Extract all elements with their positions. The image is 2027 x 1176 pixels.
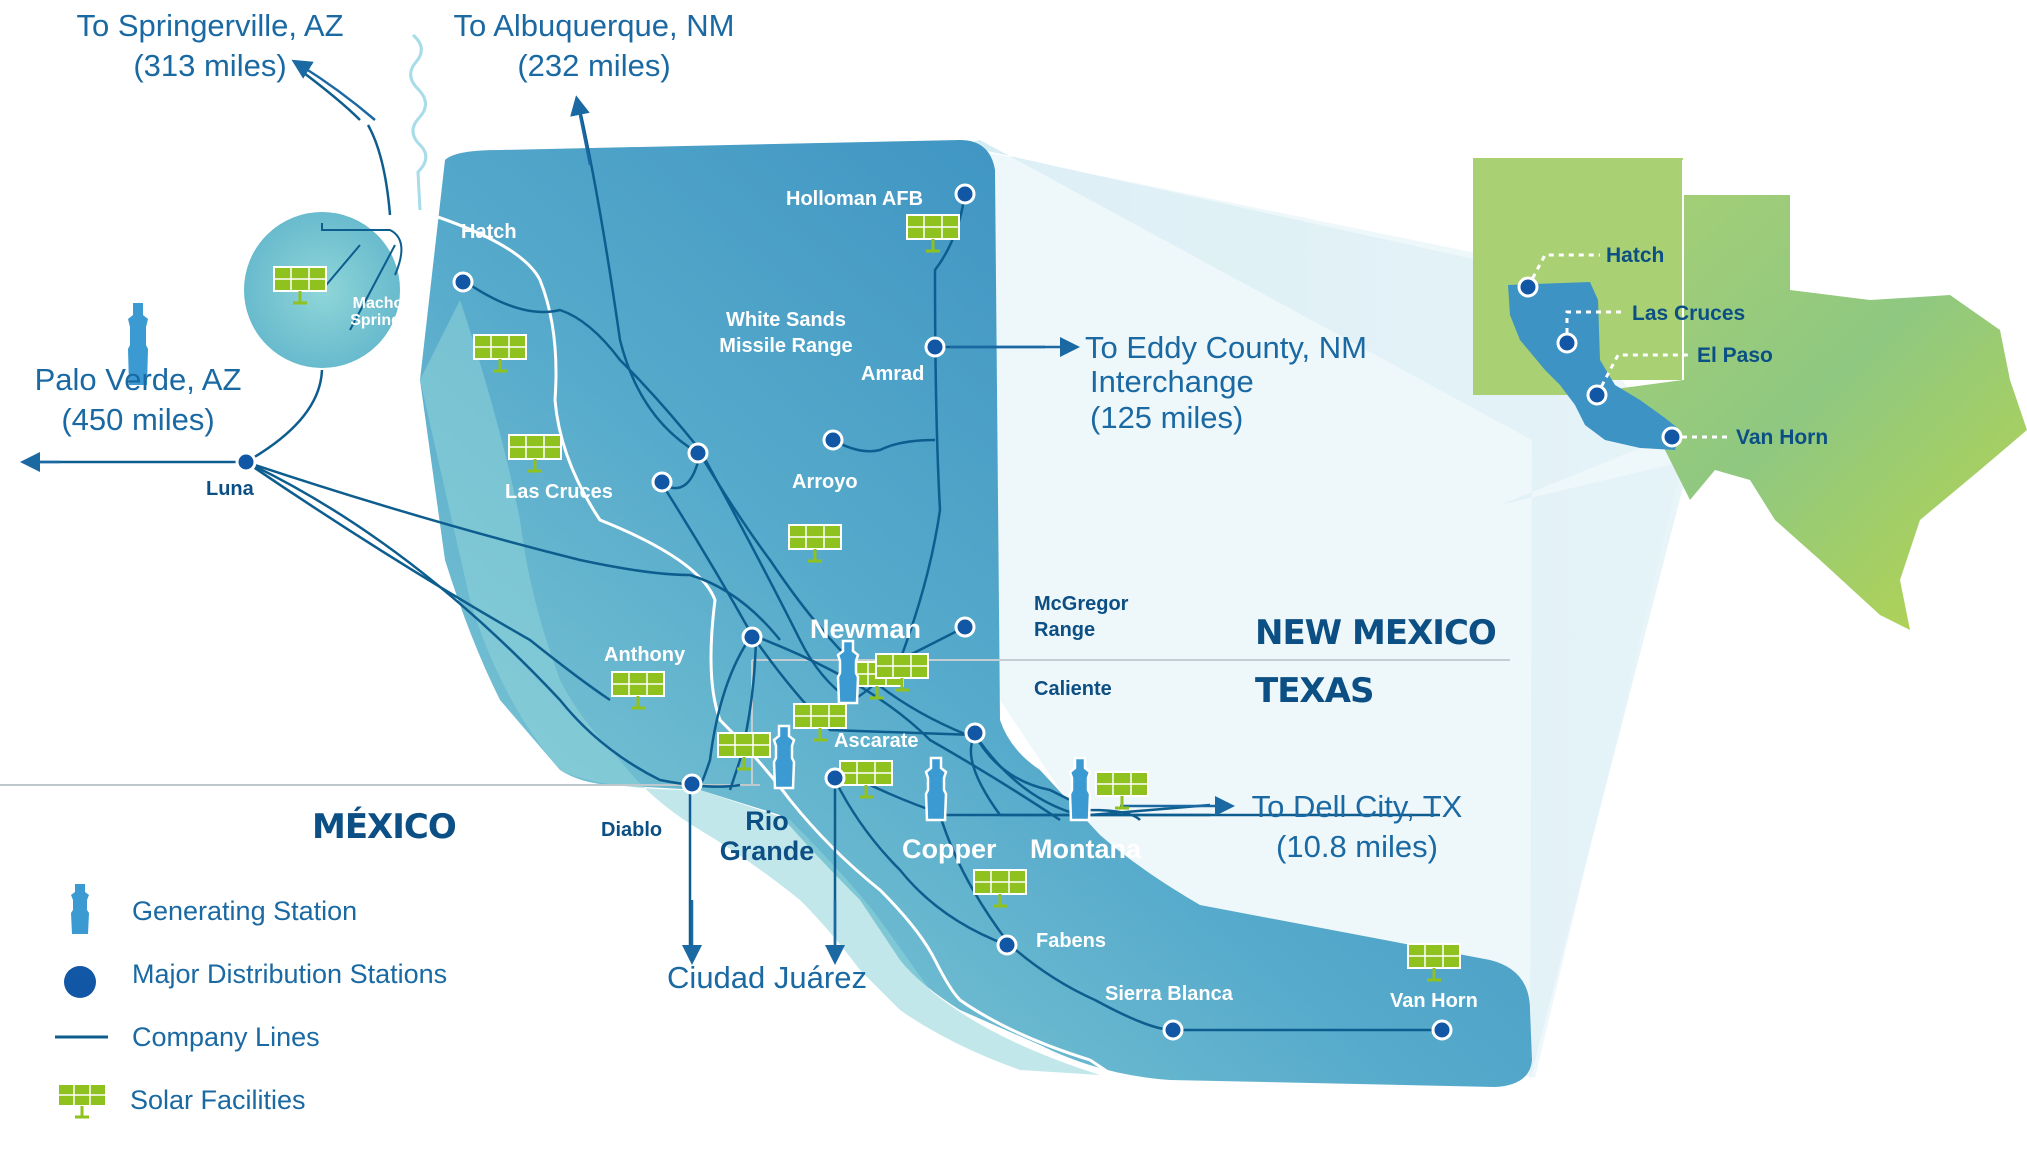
arroyo-label: Arroyo	[792, 471, 858, 493]
rio-grande-river	[396, 39, 1252, 1176]
dell-city-label: To Dell City, TX	[1252, 789, 1463, 824]
river-valley	[420, 300, 1100, 1075]
van-horn-label: Van Horn	[1390, 990, 1478, 1012]
grande-label: Grande	[720, 836, 815, 866]
svg-text:Palo Verde, AZ(450 miles): Palo Verde, AZ (450 miles)	[35, 362, 242, 437]
generating-stations	[71, 303, 1092, 934]
legend-station-dot	[64, 966, 96, 998]
inset-hatch-label: Hatch	[1606, 244, 1664, 267]
fabens-label: Fabens	[1036, 930, 1106, 952]
amrad-label: Amrad	[861, 363, 924, 385]
generating-station-icon	[128, 303, 148, 385]
sierra-blanca-label: Sierra Blanca	[1105, 983, 1234, 1005]
solar-icon	[508, 434, 562, 473]
luna-label: Luna	[206, 478, 255, 500]
ascarate-label: Ascarate	[834, 730, 919, 752]
albuquerque-distance: (232 miles)	[517, 48, 670, 83]
white-sands-label: White Sands	[726, 309, 846, 331]
anthony-label: Anthony	[604, 644, 686, 666]
caliente-label: Caliente	[1034, 678, 1112, 700]
macho-label: Macho	[353, 295, 404, 312]
newman-label: Newman	[810, 614, 921, 644]
springerville-distance: (313 miles)	[133, 48, 286, 83]
solar-icon	[1095, 771, 1149, 810]
montana-label: Montana	[1030, 834, 1142, 864]
legend: Generating Station Major Distribution St…	[55, 896, 447, 1119]
holloman-label: Holloman AFB	[786, 188, 923, 210]
missile-range-label: Missile Range	[719, 335, 852, 357]
eddy-county-label: To Eddy County, NM	[1085, 330, 1367, 365]
ciudad-juarez-label: Ciudad Juárez	[667, 960, 867, 995]
svg-text:To Dell City, TX(10.8 miles): To Dell City, TX (10.8 miles)	[1252, 789, 1463, 864]
solar-icon	[875, 653, 929, 692]
solar-icon	[611, 671, 665, 710]
state-labels: NEW MEXICO TEXAS MÉXICO	[312, 613, 1497, 847]
solar-icon	[973, 869, 1027, 908]
inset-el-paso-label: El Paso	[1697, 344, 1773, 367]
macho-lines	[321, 223, 403, 331]
eddy-county-distance: (125 miles)	[1090, 400, 1243, 435]
inset-territory	[1508, 282, 1680, 450]
dell-city-distance: (10.8 miles)	[1276, 829, 1438, 864]
new-mexico-label: NEW MEXICO	[1255, 613, 1496, 653]
service-territory	[420, 140, 1532, 1087]
destination-labels: To Springerville, AZ (313 miles) To Albuq…	[35, 8, 1463, 995]
solar-facilities	[273, 214, 1461, 982]
distribution-stations	[64, 183, 1453, 1041]
state-inset: Hatch Las Cruces El Paso Van Horn	[1473, 158, 2027, 630]
palo-verde-label: Palo Verde, AZ	[35, 362, 242, 397]
springerville-label: To Springerville, AZ	[76, 8, 343, 43]
mexico-label: MÉXICO	[312, 806, 456, 847]
springs-label: Springs	[350, 312, 410, 329]
legend-solar-label: Solar Facilities	[130, 1085, 306, 1115]
solar-icon	[906, 214, 960, 253]
solar-icon	[473, 334, 527, 373]
texas-shape	[1570, 195, 2027, 630]
legend-lines-label: Company Lines	[132, 1022, 320, 1052]
solar-icon	[1407, 943, 1461, 982]
solar-icon	[839, 760, 893, 799]
inset-las-cruces-label: Las Cruces	[1632, 302, 1745, 325]
direction-arrows	[20, 59, 1235, 965]
generating-station-icon	[1068, 756, 1092, 822]
diablo-label: Diablo	[601, 819, 662, 841]
copper-label: Copper	[902, 834, 997, 864]
rio-label: Rio	[745, 806, 789, 836]
albuquerque-label: To Albuquerque, NM	[454, 8, 735, 43]
river-upper-squiggle	[409, 33, 428, 211]
generating-station-icon	[924, 756, 948, 822]
solar-icon	[793, 703, 847, 742]
las-cruces-label: Las Cruces	[505, 481, 613, 503]
solar-icon	[717, 732, 771, 771]
mcgregor-range-label: Range	[1034, 619, 1095, 641]
generating-station-icon	[71, 884, 89, 934]
eddy-county-interchange: Interchange	[1090, 364, 1254, 399]
hatch-label: Hatch	[461, 221, 517, 243]
svg-text:To Albuquerque, NM(232 miles): To Albuquerque, NM (232 miles)	[454, 8, 735, 83]
legend-solar-icon	[57, 1083, 107, 1119]
palo-verde-distance: (450 miles)	[61, 402, 214, 437]
generating-station-icon	[836, 639, 860, 705]
solar-icon	[273, 266, 327, 305]
legend-distribution-label: Major Distribution Stations	[132, 959, 447, 989]
generating-station-icon	[772, 724, 796, 790]
texas-label: TEXAS	[1255, 671, 1373, 711]
svg-text:To Springerville, AZ(313 miles: To Springerville, AZ (313 miles)	[76, 8, 343, 83]
mcgregor-label: McGregor	[1034, 593, 1129, 615]
inset-van-horn-label: Van Horn	[1736, 426, 1828, 449]
solar-icon	[788, 524, 842, 563]
legend-generating-label: Generating Station	[132, 896, 357, 926]
